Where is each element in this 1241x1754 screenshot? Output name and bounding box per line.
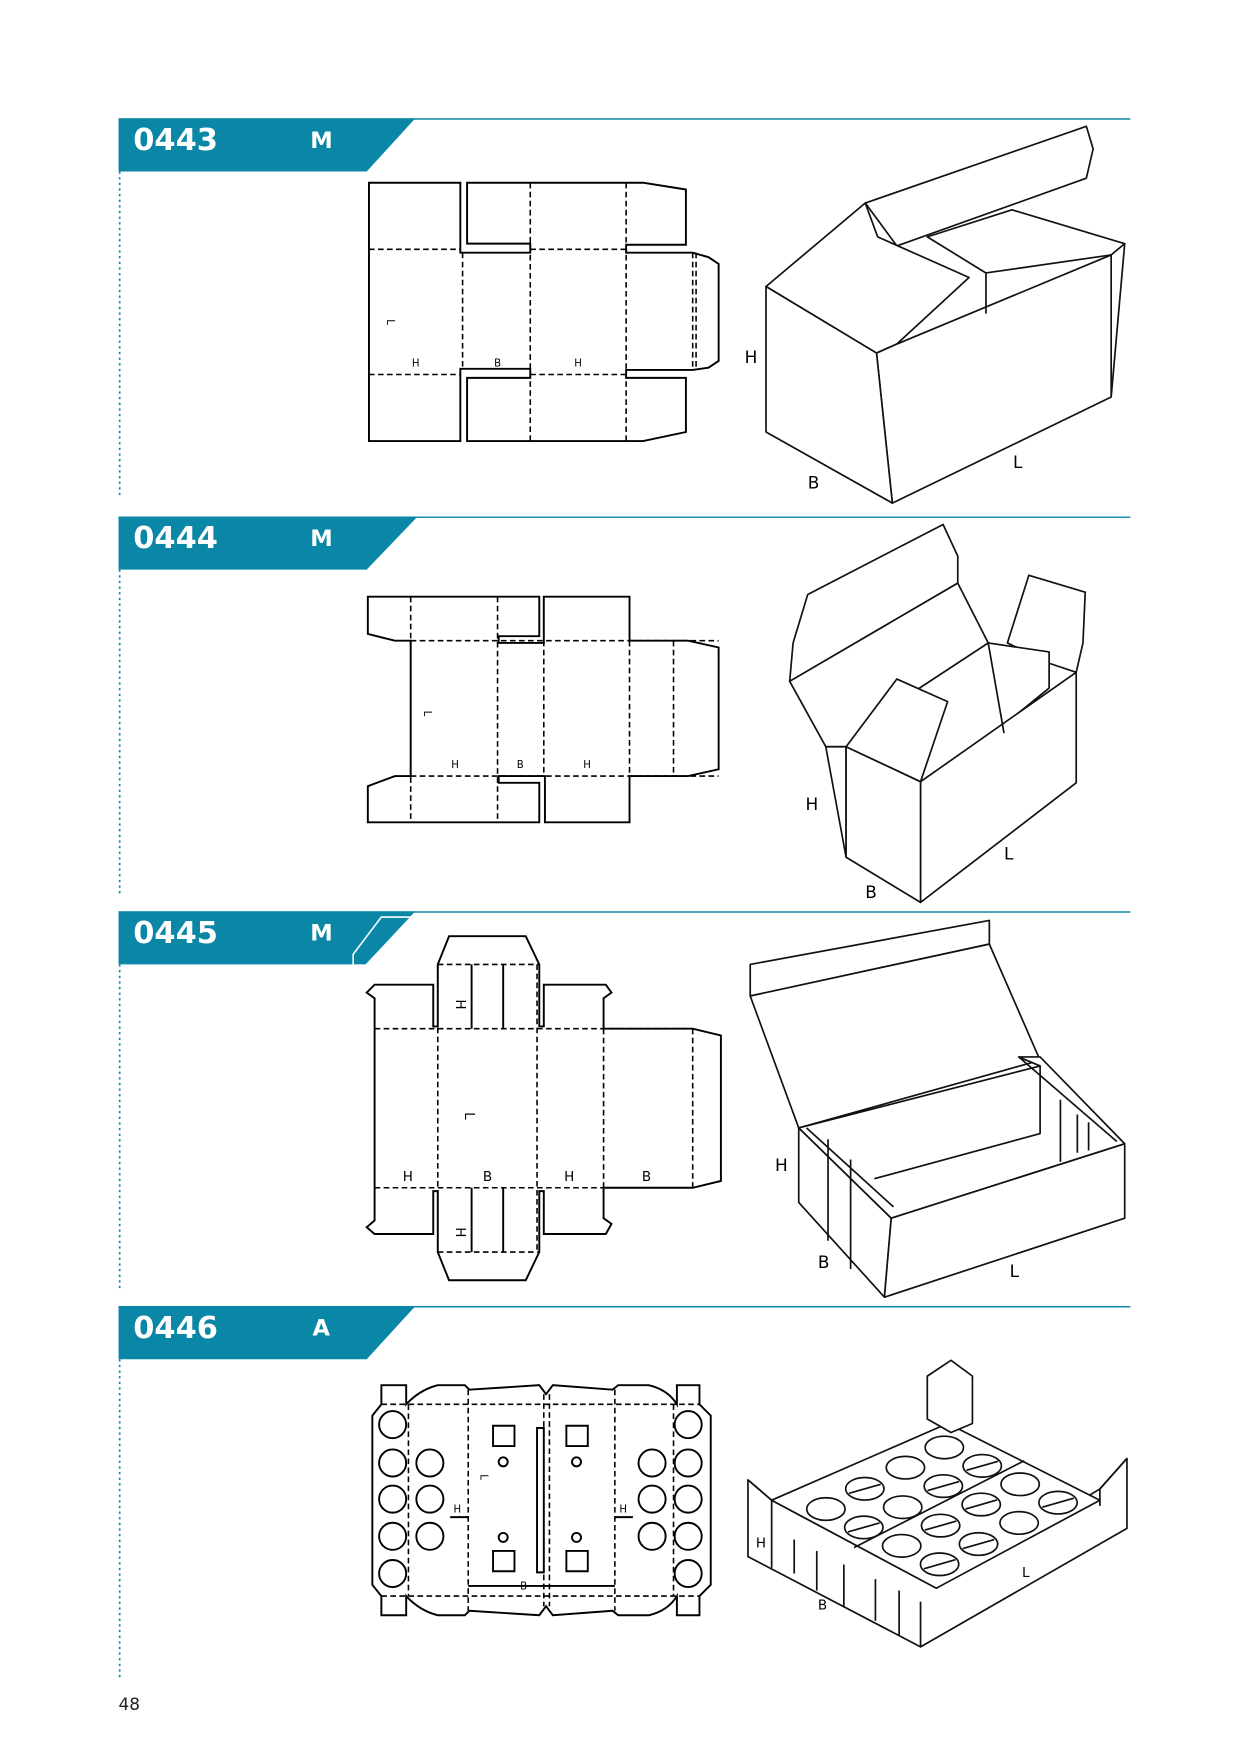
dim-label: B [865, 882, 877, 902]
dieline-0444: L H B H [366, 595, 720, 824]
dieline-0445: H L H B H B H [365, 935, 722, 1282]
dim-label: L [461, 1112, 477, 1120]
dim-label: H [775, 1155, 788, 1175]
style-type: M [310, 128, 332, 154]
cell-opening [882, 1495, 923, 1520]
section-0443: 0443 M L H B H H B L [118, 118, 1131, 504]
cell-hole [415, 1521, 445, 1551]
cell-hole [415, 1484, 445, 1514]
dim-label: H [403, 1169, 413, 1185]
cell-slit [848, 1483, 881, 1495]
cell-opening [881, 1533, 922, 1558]
box-illustration-0446: H B L [747, 1359, 1128, 1648]
header-band [118, 118, 416, 172]
cell-opening [885, 1455, 926, 1480]
dim-label: H [583, 760, 591, 771]
style-type: A [313, 1316, 331, 1342]
header-chevron-outline [352, 916, 413, 965]
dim-label: H [805, 794, 818, 814]
dim-label: B [520, 1581, 527, 1592]
style-type: M [310, 921, 332, 947]
header-band [118, 516, 418, 570]
cell-hole [378, 1559, 408, 1589]
style-type: M [310, 526, 332, 552]
small-hole [497, 1456, 509, 1468]
cell-hole [378, 1410, 408, 1440]
section-0445: 0445 M H L H B H B H H B L [118, 911, 1131, 1299]
cell-slit [966, 1460, 999, 1472]
dieline-0443: L H B H [368, 181, 720, 442]
cell-slit [924, 1520, 957, 1531]
dim-label: H [412, 359, 420, 370]
cell-hole [415, 1448, 445, 1478]
cell-opening [1000, 1472, 1041, 1497]
dim-label: L [1013, 452, 1023, 472]
cell-slit [962, 1538, 995, 1550]
dim-label: B [517, 760, 524, 771]
section-0446: 0446 A L H H B H B L [118, 1306, 1131, 1681]
dim-label: H [451, 760, 459, 771]
box-illustration-0443: H B L [745, 125, 1126, 504]
small-hole [497, 1531, 509, 1543]
dim-label: B [808, 472, 820, 492]
cell-opening [805, 1496, 846, 1522]
dim-label: L [1004, 844, 1014, 864]
small-hole [571, 1456, 582, 1468]
header-band [118, 911, 416, 965]
cell-hole [378, 1521, 408, 1551]
box-illustration-0445: H B L [749, 919, 1126, 1299]
style-code: 0444 [133, 521, 218, 556]
dim-label: H [756, 1536, 766, 1552]
cell-hole [673, 1559, 703, 1589]
style-code: 0445 [133, 916, 218, 951]
style-code: 0443 [133, 123, 218, 158]
dim-label: L [478, 1474, 489, 1480]
cell-opening [924, 1435, 965, 1460]
cell-slit [847, 1522, 880, 1533]
dim-label: B [642, 1169, 651, 1185]
style-code: 0446 [133, 1311, 218, 1346]
cell-hole [673, 1521, 703, 1551]
cell-hole [673, 1410, 703, 1440]
dim-label: B [818, 1598, 827, 1614]
dim-label: H [564, 1169, 574, 1185]
cell-hole [673, 1484, 703, 1514]
box-illustration-0444: H B L [788, 523, 1087, 904]
dim-label: L [1010, 1261, 1020, 1281]
dim-label: L [421, 711, 432, 717]
dim-label: B [483, 1169, 492, 1185]
dim-label: B [494, 359, 501, 370]
header-band [118, 1306, 416, 1360]
dim-label: H [574, 359, 582, 370]
dim-label: H [745, 347, 758, 367]
cell-slit [1042, 1497, 1075, 1508]
cell-opening [999, 1510, 1040, 1536]
cell-hole [673, 1448, 703, 1478]
dim-label: H [454, 1505, 462, 1516]
dim-label: H [452, 1227, 468, 1237]
cell-hole [637, 1484, 667, 1514]
cell-hole [637, 1521, 667, 1551]
dim-label: B [818, 1252, 830, 1272]
cell-slit [927, 1480, 960, 1492]
page-number: 48 [119, 1694, 141, 1714]
cell-hole [378, 1448, 408, 1478]
small-hole [571, 1531, 582, 1543]
dim-label: H [619, 1505, 627, 1516]
dim-label: H [452, 999, 468, 1009]
cell-slit [923, 1558, 956, 1570]
cell-hole [378, 1484, 408, 1514]
dieline-0446: L H H B [371, 1384, 712, 1617]
dim-label: L [1022, 1565, 1030, 1581]
cell-hole [637, 1448, 667, 1478]
cell-slit [965, 1499, 998, 1510]
section-0444: 0444 M L H B H H B L [118, 516, 1131, 904]
dim-label: L [384, 319, 395, 325]
